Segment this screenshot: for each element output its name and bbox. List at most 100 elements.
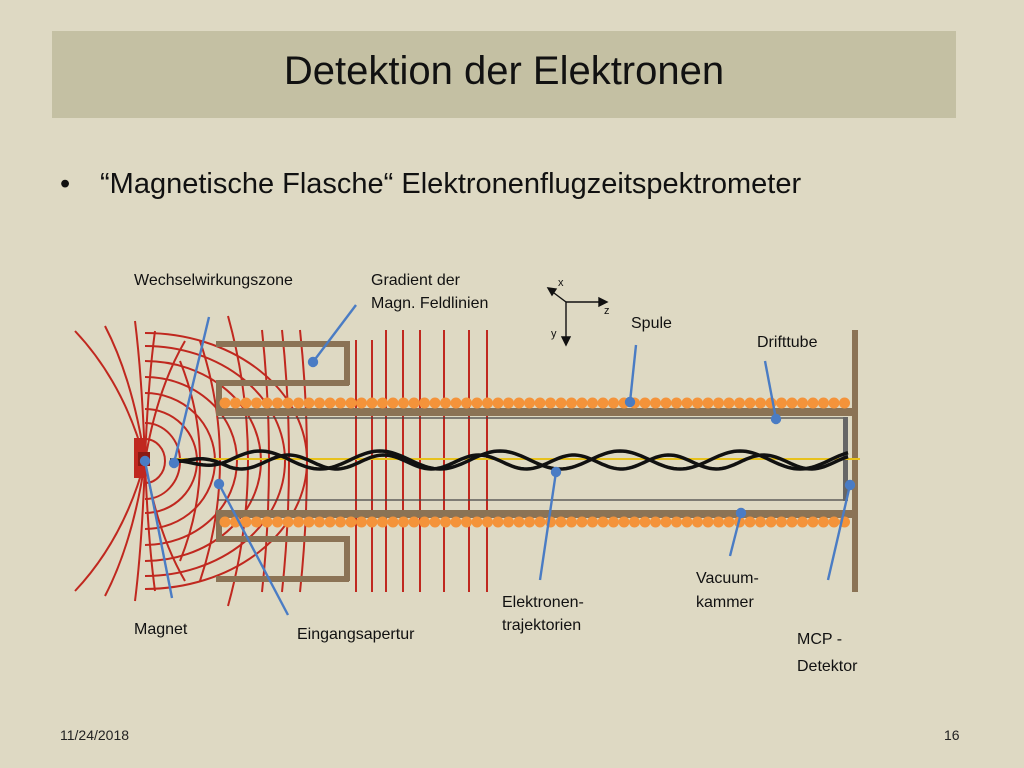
coil-winding <box>324 397 336 409</box>
field-line <box>227 315 249 607</box>
coil-winding <box>282 516 294 528</box>
coil-winding <box>744 516 756 528</box>
coil-winding <box>261 397 273 409</box>
title-band: Detektion der Elektronen <box>52 31 956 118</box>
coil-winding <box>566 516 577 528</box>
coil-winding <box>818 397 829 409</box>
coil-winding <box>608 516 619 528</box>
coil-winding <box>240 516 252 528</box>
coil-winding <box>503 516 514 528</box>
coil-winding <box>650 516 661 528</box>
label-spule: Spule <box>631 315 672 332</box>
coil-winding <box>314 397 325 409</box>
field-line <box>144 408 198 514</box>
coil-winding <box>755 516 766 528</box>
coil-winding <box>576 397 588 409</box>
coil-winding <box>524 397 535 409</box>
coil-winding <box>776 516 787 528</box>
coil-winding <box>450 516 462 528</box>
field-line <box>144 345 286 577</box>
pointer-vacuum-dot <box>735 507 747 519</box>
bullet-item: • “Magnetische Flasche“ Elektronenflugzei… <box>60 168 801 201</box>
pointer-elektronen-dot <box>550 466 562 478</box>
coil-winding <box>692 397 703 409</box>
coil-winding <box>356 516 367 528</box>
coil-winding <box>419 397 430 409</box>
spule-coil-top <box>219 397 850 409</box>
coil-winding <box>786 516 798 528</box>
pointer-eingangsapertur <box>217 483 290 616</box>
coil-winding <box>660 516 672 528</box>
coil-winding <box>398 516 409 528</box>
coil-winding <box>828 397 840 409</box>
field-line <box>134 320 146 462</box>
field-line <box>144 460 156 592</box>
pointer-drifttube-dot <box>770 413 782 425</box>
coil-winding <box>723 516 735 528</box>
label-vacuum-line2: kammer <box>696 594 754 611</box>
coil-winding <box>744 397 756 409</box>
coil-winding <box>692 516 703 528</box>
pointer-gradient-dot <box>307 356 319 368</box>
pointer-wechselwirkungszone <box>172 316 211 464</box>
coil-winding <box>219 397 231 409</box>
field-line <box>144 438 166 484</box>
pointer-vacuum <box>728 512 743 557</box>
coil-winding <box>797 516 808 528</box>
field-line <box>144 360 262 562</box>
bullet-dot: • <box>60 168 71 200</box>
field-line <box>104 460 146 597</box>
label-elektronen-line1: Elektronen- <box>502 594 584 611</box>
coil-winding <box>566 397 577 409</box>
slide-title: Detektion der Elektronen <box>283 49 725 93</box>
bullet-text: “Magnetische Flasche“ Elektronenflugzeit… <box>100 168 802 200</box>
coil-winding <box>387 397 399 409</box>
coil-winding <box>639 397 651 409</box>
coil-winding <box>807 397 819 409</box>
field-line <box>144 330 156 462</box>
coil-winding <box>219 516 231 528</box>
coil-winding <box>324 516 336 528</box>
coil-winding <box>524 516 535 528</box>
pointer-eingangsapertur-dot <box>213 478 225 490</box>
coil-winding <box>251 516 262 528</box>
coil-winding <box>755 397 766 409</box>
coil-winding <box>576 516 588 528</box>
coil-winding <box>503 397 514 409</box>
label-pointers <box>139 304 856 616</box>
coil-winding <box>429 516 441 528</box>
coil-winding <box>587 516 598 528</box>
spule-coil-bottom <box>219 516 850 528</box>
coil-winding <box>230 397 241 409</box>
coil-winding <box>776 397 787 409</box>
coil-winding <box>251 397 262 409</box>
axis-label-x: x <box>558 277 564 289</box>
electron-trajectory <box>169 453 849 471</box>
field-line <box>74 460 146 592</box>
field-line <box>144 376 238 546</box>
coil-winding <box>387 516 399 528</box>
coil-winding <box>482 397 493 409</box>
field-line <box>144 340 186 462</box>
coil-winding <box>471 397 483 409</box>
coil-winding <box>492 397 504 409</box>
coil-winding <box>461 516 472 528</box>
coil-winding <box>240 397 252 409</box>
coil-winding <box>303 397 315 409</box>
pointer-mcp-dot <box>844 479 856 491</box>
pointer-spule <box>628 344 638 403</box>
coil-winding <box>713 397 724 409</box>
coil-winding <box>713 516 724 528</box>
coil-winding <box>398 397 409 409</box>
axis-label-z: z <box>604 305 610 317</box>
coil-winding <box>629 516 640 528</box>
field-line <box>134 460 146 602</box>
coil-winding <box>818 516 829 528</box>
coil-winding <box>608 397 619 409</box>
field-line <box>199 340 221 582</box>
footer-page-number: 16 <box>944 727 960 743</box>
pointer-gradient <box>312 304 357 363</box>
pointer-wechselwirkungszone-dot <box>168 457 180 469</box>
axis-cross <box>546 287 609 347</box>
